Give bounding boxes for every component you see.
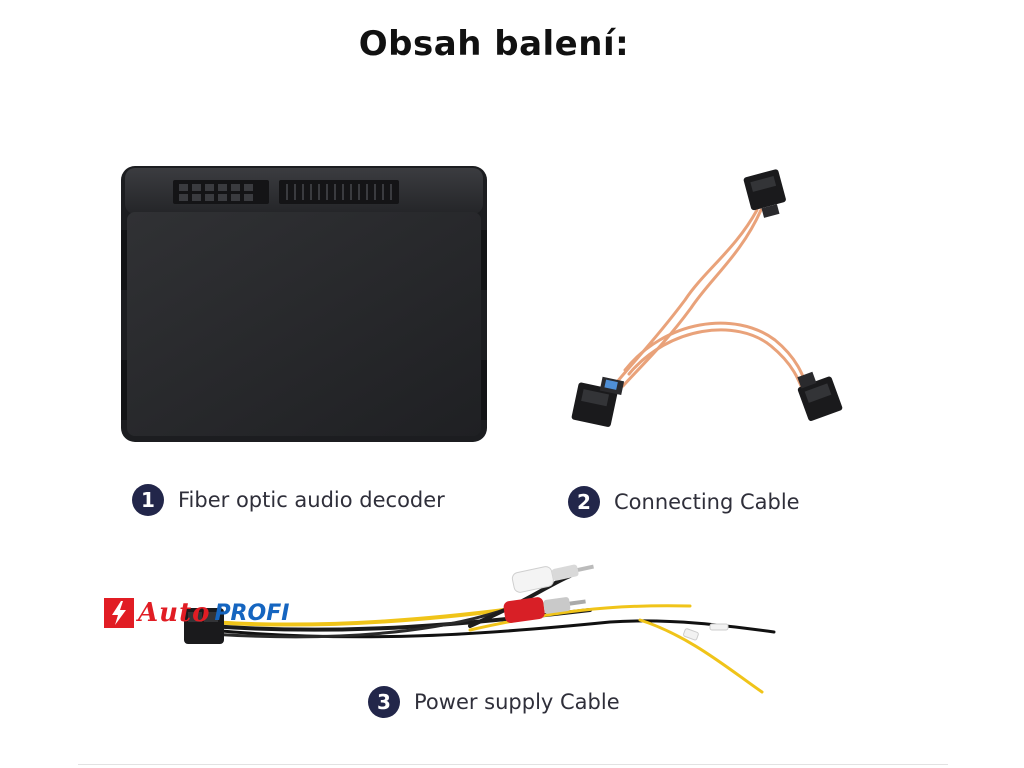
item-label: Connecting Cable [614, 490, 800, 514]
page-title: Obsah balení: [358, 24, 630, 64]
autoprofi-logo: Auto PROFI [104, 598, 289, 628]
lightning-icon [104, 598, 134, 628]
item-power-supply-cable: 3 Power supply Cable [368, 686, 620, 718]
item-fiber-optic-decoder: 1 Fiber optic audio decoder [132, 484, 445, 516]
logo-script-text: Auto [138, 598, 211, 628]
power-supply-cable-image [184, 564, 776, 694]
connecting-cable-image [571, 169, 843, 427]
number-badge: 1 [132, 484, 164, 516]
item-connecting-cable: 2 Connecting Cable [568, 486, 800, 518]
divider [78, 764, 948, 765]
item-label: Power supply Cable [414, 690, 620, 714]
number-badge: 2 [568, 486, 600, 518]
logo-strong-text: PROFI [214, 600, 290, 626]
item-label: Fiber optic audio decoder [178, 488, 445, 512]
decoder-box-image [121, 166, 487, 442]
number-badge: 3 [368, 686, 400, 718]
